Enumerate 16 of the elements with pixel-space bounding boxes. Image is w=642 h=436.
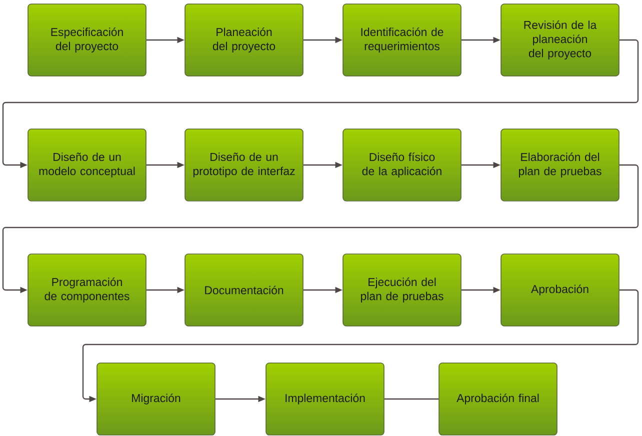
process-box: Aprobación final: [438, 362, 558, 436]
process-box: Documentación: [184, 254, 304, 326]
process-box: Identificación de requerimientos: [342, 4, 462, 76]
process-box: Aprobación: [500, 254, 620, 326]
process-box: Migración: [96, 362, 216, 436]
process-box: Diseño físico de la aplicación: [342, 128, 462, 202]
connector-line: [384, 398, 439, 400]
process-box: Diseño de un prototipo de interfaz: [184, 128, 304, 202]
process-box: Programación de componentes: [28, 254, 146, 326]
process-box: Ejecución del plan de pruebas: [342, 254, 462, 326]
process-box: Planeación del proyecto: [184, 4, 304, 76]
process-box: Especificación del proyecto: [28, 4, 146, 76]
process-box: Elaboración del plan de pruebas: [500, 128, 620, 202]
process-box: Revisión de la planeación del proyecto: [500, 4, 620, 76]
process-box: Implementación: [266, 362, 384, 436]
process-box: Diseño de un modelo conceptual: [28, 128, 146, 202]
